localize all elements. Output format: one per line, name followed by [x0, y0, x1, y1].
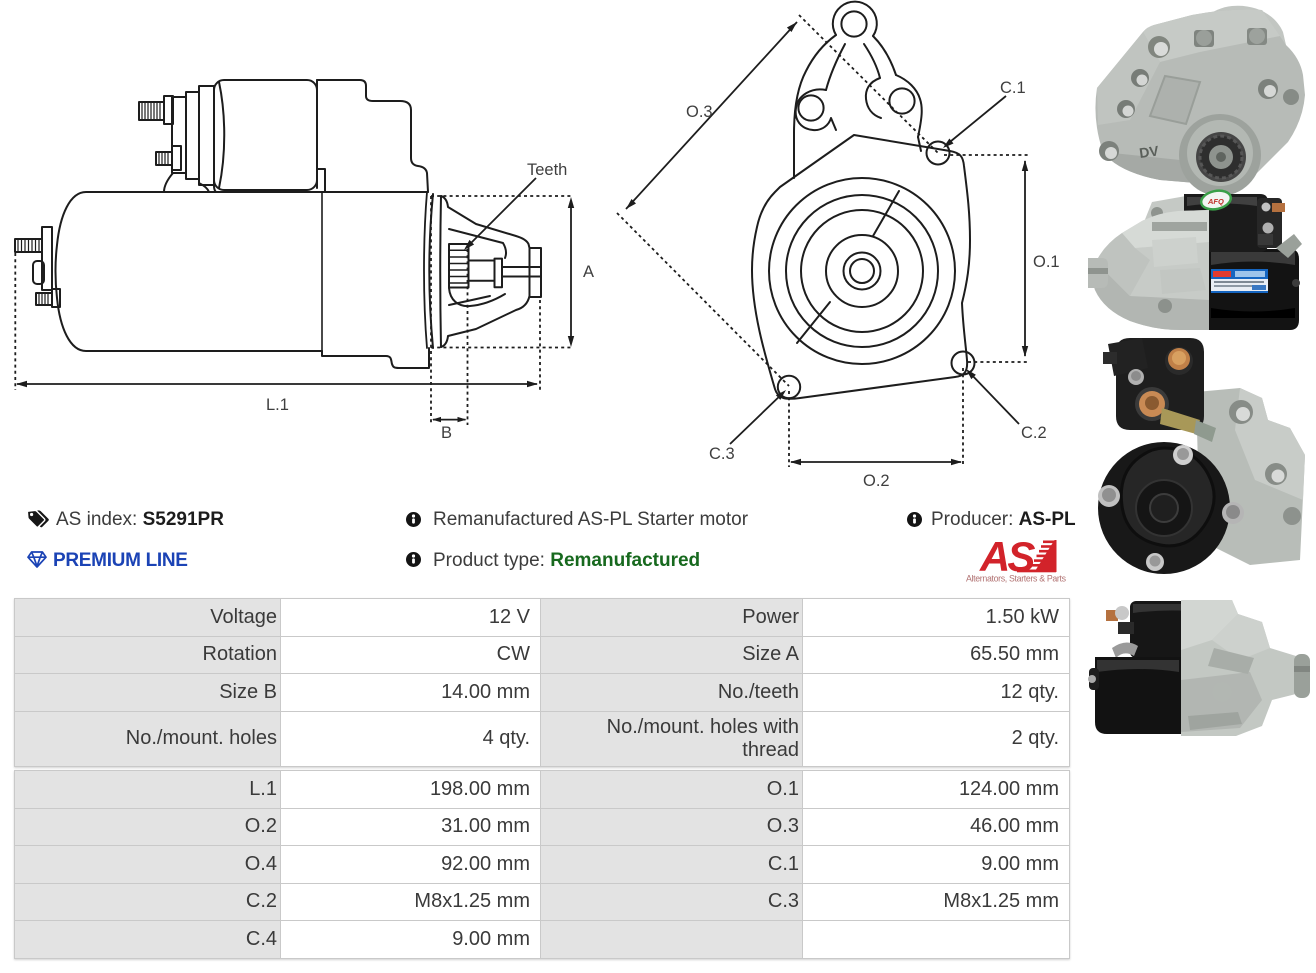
svg-text:AFQ: AFQ	[1207, 197, 1224, 206]
svg-text:L.1: L.1	[266, 396, 289, 414]
svg-text:A: A	[583, 263, 594, 281]
svg-text:Alternators, Starters & Parts: Alternators, Starters & Parts	[966, 574, 1067, 584]
svg-text:AS: AS	[979, 534, 1035, 580]
svg-text:B: B	[441, 424, 452, 442]
svg-text:C.2: C.2	[1021, 424, 1047, 442]
svg-text:O.2: O.2	[863, 472, 890, 490]
svg-text:C.1: C.1	[1000, 79, 1026, 97]
svg-text:O.1: O.1	[1033, 253, 1060, 271]
svg-text:O.3: O.3	[686, 103, 713, 121]
svg-text:DV: DV	[1138, 142, 1160, 161]
svg-text:Teeth: Teeth	[527, 161, 567, 179]
svg-text:C.3: C.3	[709, 445, 735, 463]
